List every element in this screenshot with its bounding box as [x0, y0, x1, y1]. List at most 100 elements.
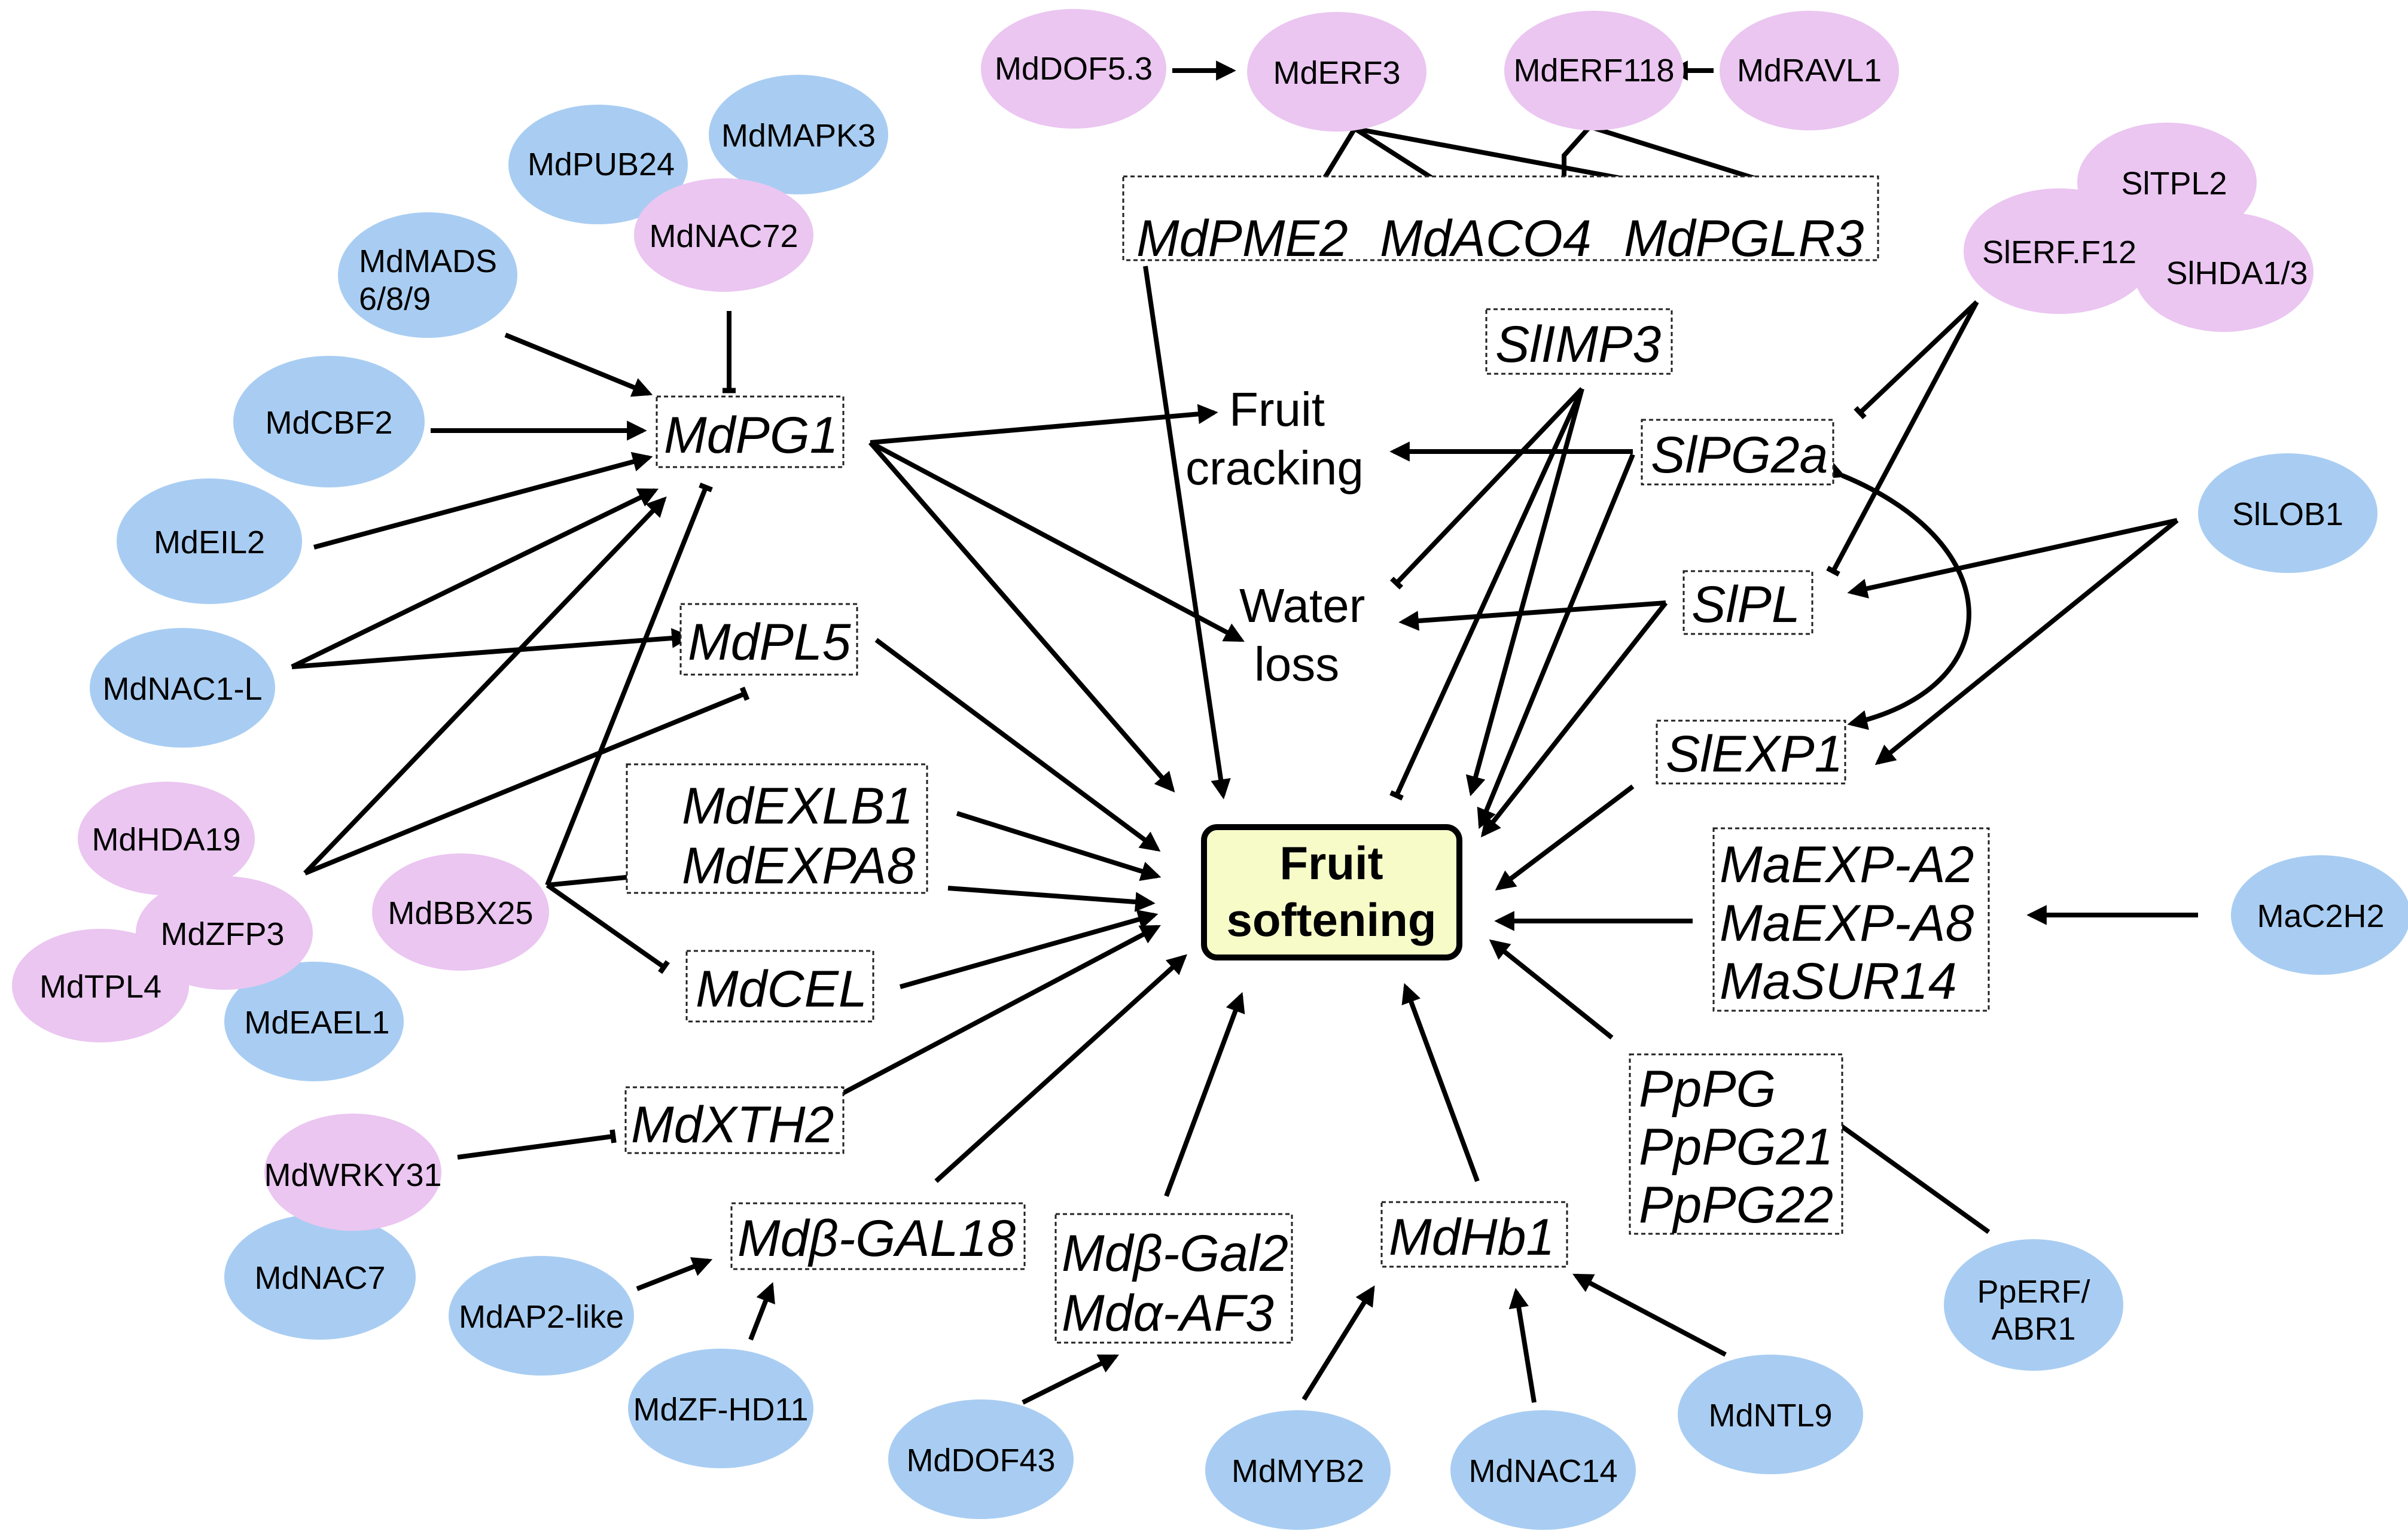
gene-mdpg1: MdPG1 [664, 407, 839, 464]
node-mdzfp3-label: MdZFP3 [160, 916, 284, 952]
node-slerff12[interactable]: SlERF.F12 [1964, 188, 2155, 314]
edge-mdpg1-water [869, 440, 1245, 642]
node-mdhda19-label: MdHDA19 [92, 822, 240, 858]
gene-box-slimp3[interactable]: SlIMP3 [1485, 308, 1673, 375]
node-mdnac7[interactable]: MdNAC7 [224, 1214, 416, 1340]
node-mdeil2[interactable]: MdEIL2 [117, 478, 302, 604]
edge-mdbbx25-mdcel [545, 883, 670, 974]
gene-box-pppg-group[interactable]: PpPG PpPG21 PpPG22 [1629, 1053, 1843, 1235]
gene-box-slexp1[interactable]: SlEXP1 [1656, 719, 1846, 785]
node-mdnac1l[interactable]: MdNAC1-L [90, 628, 275, 748]
gene-box-maexp-group[interactable]: MaEXP-A2 MaEXP-A8 MaSUR14 [1712, 827, 1990, 1012]
gene-box-mdcel[interactable]: MdCEL [685, 950, 874, 1023]
node-mac2h2[interactable]: MaC2H2 [2231, 855, 2408, 975]
phenotype-water-loss-line2: loss [1254, 638, 1339, 691]
edge-slerf-slpg2a [1854, 300, 1979, 420]
node-mdzfhd11-label: MdZF-HD11 [633, 1392, 808, 1428]
node-mdtpl4-label: MdTPL4 [39, 969, 161, 1005]
edge-mdeil2-mdpg1 [313, 452, 653, 550]
node-mddof53[interactable]: MdDOF5.3 [981, 9, 1166, 129]
node-mdcbf2[interactable]: MdCBF2 [233, 356, 425, 487]
node-mderf118[interactable]: MdERF118 [1504, 11, 1684, 130]
edge-mdpg1-softening [868, 441, 1175, 793]
node-mdap2like[interactable]: MdAP2-like [449, 1256, 634, 1376]
edge-mdzfp3-mdpl5 [304, 687, 750, 876]
node-mdntl9[interactable]: MdNTL9 [1678, 1355, 1863, 1474]
node-slhda13[interactable]: SlHDA1/3 [2134, 212, 2313, 332]
gene-box-mdpg1[interactable]: MdPG1 [656, 395, 845, 468]
node-slerff12-label: SlERF.F12 [1982, 234, 2136, 270]
edge-mdbgal18-softening [934, 954, 1187, 1183]
node-mdnac72-label: MdNAC72 [649, 218, 798, 254]
edge-slpg2a-slexp1-curve [1823, 460, 1971, 730]
edge-slimp3-water [1390, 387, 1584, 590]
node-mdnac72[interactable]: MdNAC72 [634, 178, 813, 292]
node-mdeael1[interactable]: MdEAEL1 [224, 962, 404, 1081]
node-mdnac7-label: MdNAC7 [254, 1260, 385, 1296]
edge-slimp3-softening [1465, 388, 1584, 797]
edge-mdpme2-softening [1143, 266, 1231, 800]
phenotypes: Fruit cracking Water loss [1185, 383, 1365, 691]
gene-mdpme2: MdPME2 [1136, 210, 1348, 267]
gene-box-slpg2a[interactable]: SlPG2a [1641, 419, 1834, 486]
node-mdpub24[interactable]: MdPUB24 [508, 105, 688, 224]
node-mdnac14-label: MdNAC14 [1468, 1453, 1617, 1489]
node-sllob1[interactable]: SlLOB1 [2198, 453, 2377, 573]
node-mdmapk3[interactable]: MdMAPK3 [709, 75, 888, 194]
gene-box-mdbgal18[interactable]: Mdβ-GAL18 [730, 1202, 1026, 1270]
gene-box-mdpme2-group[interactable]: MdPME2 MdACO4 MdPGLR3 [1122, 175, 1879, 267]
gene-mdbgal2: Mdβ-Gal2 [1062, 1225, 1288, 1282]
edge-mdnac1l-mdpg1 [291, 488, 659, 669]
node-mdnac14[interactable]: MdNAC14 [1450, 1410, 1636, 1530]
gene-slpl: SlPL [1691, 576, 1800, 633]
edge-mdxth2-softening [839, 925, 1161, 1097]
node-pperf[interactable]: PpERF/ ABR1 [1944, 1239, 2123, 1371]
edge-mdbgal2-softening [1164, 992, 1245, 1197]
edge-mdnac1l-mdpl5 [291, 628, 692, 669]
gene-slpg2a: SlPG2a [1651, 426, 1828, 484]
node-mdmyb2[interactable]: MdMYB2 [1205, 1410, 1391, 1530]
node-mdravl1[interactable]: MdRAVL1 [1720, 11, 1899, 130]
node-mdntl9-label: MdNTL9 [1708, 1398, 1832, 1434]
phenotype-water-loss-line1: Water [1239, 579, 1365, 632]
edge-slexp1-softening [1495, 784, 1635, 891]
gene-mdpglr3: MdPGLR3 [1624, 210, 1864, 267]
gene-box-mdexlb1-group[interactable]: MdEXLB1 MdEXPA8 [626, 763, 928, 895]
gene-box-mdxth2[interactable]: MdXTH2 [624, 1086, 845, 1154]
node-mderf118-label: MdERF118 [1513, 53, 1674, 89]
node-mdcbf2-label: MdCBF2 [265, 405, 392, 441]
edge-mdpg1-cracking [870, 404, 1218, 445]
gene-maexpa2: MaEXP-A2 [1720, 836, 1974, 893]
gene-box-mdbgal2-group[interactable]: Mdβ-Gal2 Mdα-AF3 [1054, 1213, 1293, 1344]
node-mdbbx25[interactable]: MdBBX25 [372, 853, 549, 971]
edge-slpl-water [1398, 600, 1666, 631]
node-mdmads-label-2: 6/8/9 [359, 281, 431, 317]
node-sllob1-label: SlLOB1 [2232, 496, 2343, 532]
node-mdnac1l-label: MdNAC1-L [102, 671, 262, 707]
center-fruit-softening[interactable]: Fruit softening [1201, 824, 1462, 960]
node-mdhda19[interactable]: MdHDA19 [78, 782, 255, 895]
edge-mdpl5-softening [874, 638, 1161, 852]
gene-box-slpl[interactable]: SlPL [1682, 570, 1813, 635]
gene-mdxth2: MdXTH2 [631, 1096, 834, 1154]
gene-mdpl5: MdPL5 [688, 614, 852, 671]
edge-sllob1-slexp1 [1874, 518, 2179, 766]
node-mdzfhd11[interactable]: MdZF-HD11 [628, 1349, 813, 1468]
gene-box-mdhb1[interactable]: MdHb1 [1380, 1201, 1568, 1268]
edge-mdzfp3-mdpg1 [303, 496, 667, 875]
gene-box-mdpl5[interactable]: MdPL5 [679, 603, 858, 676]
node-slhda13-label: SlHDA1/3 [2166, 255, 2308, 291]
node-mderf3[interactable]: MdERF3 [1247, 12, 1426, 132]
node-mdmads[interactable]: MdMADS 6/8/9 [338, 212, 517, 338]
node-pperf-label-1: PpERF/ [1977, 1274, 2090, 1310]
node-mdzfp3[interactable]: MdZFP3 [136, 876, 313, 990]
edge-slerf-slpl [1826, 301, 1979, 577]
node-mdmads-label-1: MdMADS [359, 243, 497, 279]
edge-mdap2like-mdbgal18 [636, 1257, 713, 1291]
gene-mdbgal18: Mdβ-GAL18 [737, 1210, 1016, 1267]
node-mddof53-label: MdDOF5.3 [995, 51, 1153, 87]
edge-sllob1-slpl [1847, 518, 2178, 599]
node-mdwrky31[interactable]: MdWRKY31 [264, 1114, 442, 1231]
node-mddof43[interactable]: MdDOF43 [888, 1399, 1074, 1519]
